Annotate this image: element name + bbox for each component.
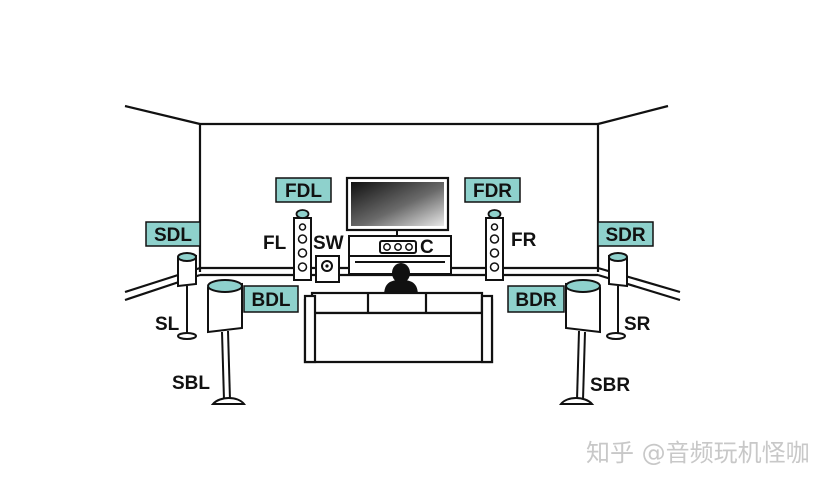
sbr-label: SBR xyxy=(590,375,630,396)
bdr-badge xyxy=(507,285,565,313)
boxed-labels: FDL FDR SDL SDR BDL BDR xyxy=(145,177,654,313)
sw-label: SW xyxy=(313,233,344,254)
surround-left-speaker xyxy=(177,252,197,340)
bdl-badge xyxy=(243,285,299,313)
center-speaker xyxy=(379,240,417,254)
front-right-speaker xyxy=(485,209,504,281)
fdl-badge xyxy=(275,177,332,203)
sdr-badge xyxy=(597,221,654,247)
front-left-speaker xyxy=(293,209,312,281)
sdl-label: SDL xyxy=(154,225,192,246)
bdr-label: BDR xyxy=(515,290,556,311)
surround-right-speaker xyxy=(606,252,628,340)
subwoofer xyxy=(315,255,340,283)
sr-label: SR xyxy=(624,314,651,335)
sdr-label: SDR xyxy=(605,225,645,246)
surround-back-right-speaker xyxy=(558,279,601,405)
fl-label: FL xyxy=(263,233,287,254)
surround-back-left-speaker xyxy=(207,279,247,405)
fdl-label: FDL xyxy=(285,181,322,202)
sbl-label: SBL xyxy=(172,373,210,394)
sdl-badge xyxy=(145,221,201,247)
tv xyxy=(345,176,450,236)
sl-label: SL xyxy=(155,314,180,335)
c-label: C xyxy=(420,237,434,258)
plain-labels: FL SW C FR SL SR SBL SBR xyxy=(155,230,651,396)
fdr-label: FDR xyxy=(473,181,512,202)
bdl-label: BDL xyxy=(251,290,290,311)
fdr-badge xyxy=(464,177,521,203)
fr-label: FR xyxy=(511,230,537,251)
watermark-text: 知乎 @音频玩机怪咖 xyxy=(586,439,810,467)
sofa xyxy=(303,291,494,364)
